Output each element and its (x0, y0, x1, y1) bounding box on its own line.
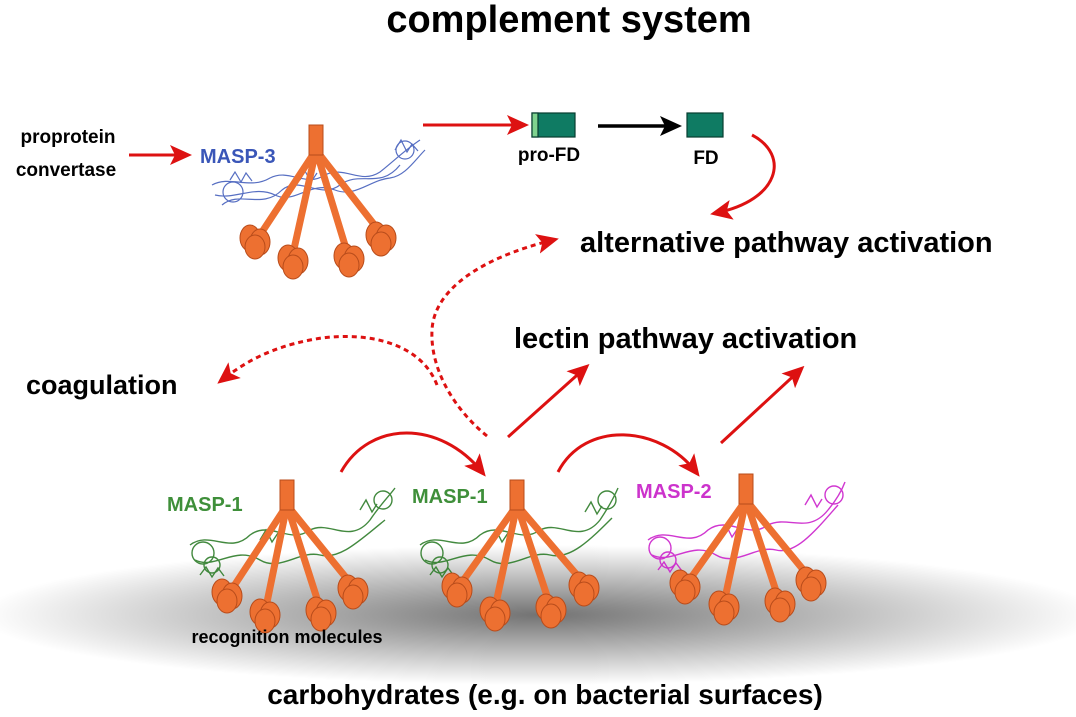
masp1-middle-label: MASP-1 (412, 486, 488, 508)
masp1-to-lectin-arrow (506, 363, 590, 439)
masp3-label: MASP-3 (200, 146, 276, 168)
proprotein-label: proprotein (21, 127, 116, 148)
diagram-title: complement system (386, 0, 751, 41)
masp1-activation-arrow (339, 431, 486, 477)
masp2-activation-arrow (556, 433, 700, 477)
pro-fd-box (531, 112, 576, 138)
recognition-molecules-label: recognition molecules (191, 627, 382, 647)
masp1-to-coagulation-dashed-arrow (217, 334, 439, 386)
fd-to-alternative-arrow (710, 133, 776, 220)
masp1-to-alternative-dashed-arrow (430, 234, 559, 438)
carbohydrates-label: carbohydrates (e.g. on bacterial surface… (267, 679, 823, 710)
masp2-recognition-molecule (669, 473, 827, 626)
fd-box (686, 112, 724, 138)
masp2-label: MASP-2 (636, 481, 712, 503)
lectin-pathway-label: lectin pathway activation (514, 323, 857, 355)
masp1-middle-recognition-molecule (441, 479, 600, 632)
masp1-left-label: MASP-1 (167, 494, 243, 516)
pro-fd-label: pro-FD (518, 145, 580, 166)
fd-label: FD (693, 148, 718, 169)
alternative-pathway-label: alternative pathway activation (580, 227, 993, 259)
masp1-left-protein-structure (189, 487, 396, 579)
masp3-recognition-molecule (239, 124, 397, 280)
convertase-label: convertase (16, 160, 116, 181)
coagulation-label: coagulation (26, 370, 178, 400)
masp2-to-lectin-arrow (719, 365, 805, 445)
masp1-left-recognition-molecule (211, 479, 369, 634)
